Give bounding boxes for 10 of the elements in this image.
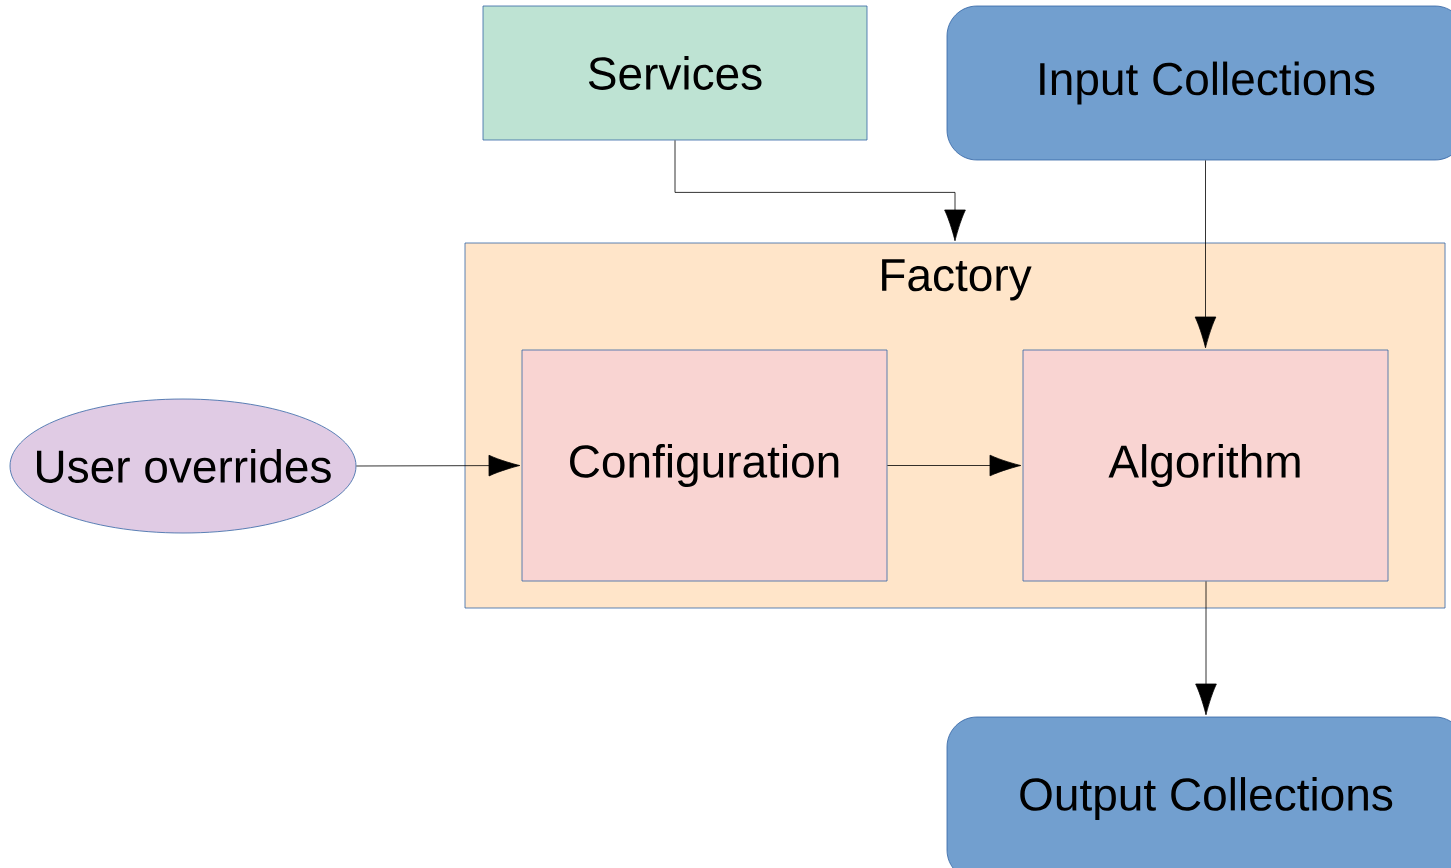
process-box: Configuration [521, 349, 888, 582]
process-box: Algorithm [1022, 349, 1389, 582]
arrow [1195, 581, 1217, 716]
arrow [356, 454, 521, 477]
collection-box: Output Collections [946, 716, 1451, 868]
collection-box: Input Collections [946, 5, 1451, 161]
arrow [1194, 160, 1217, 349]
arrow [674, 140, 966, 242]
service-box: Services [482, 5, 868, 141]
arrow [887, 454, 1022, 477]
